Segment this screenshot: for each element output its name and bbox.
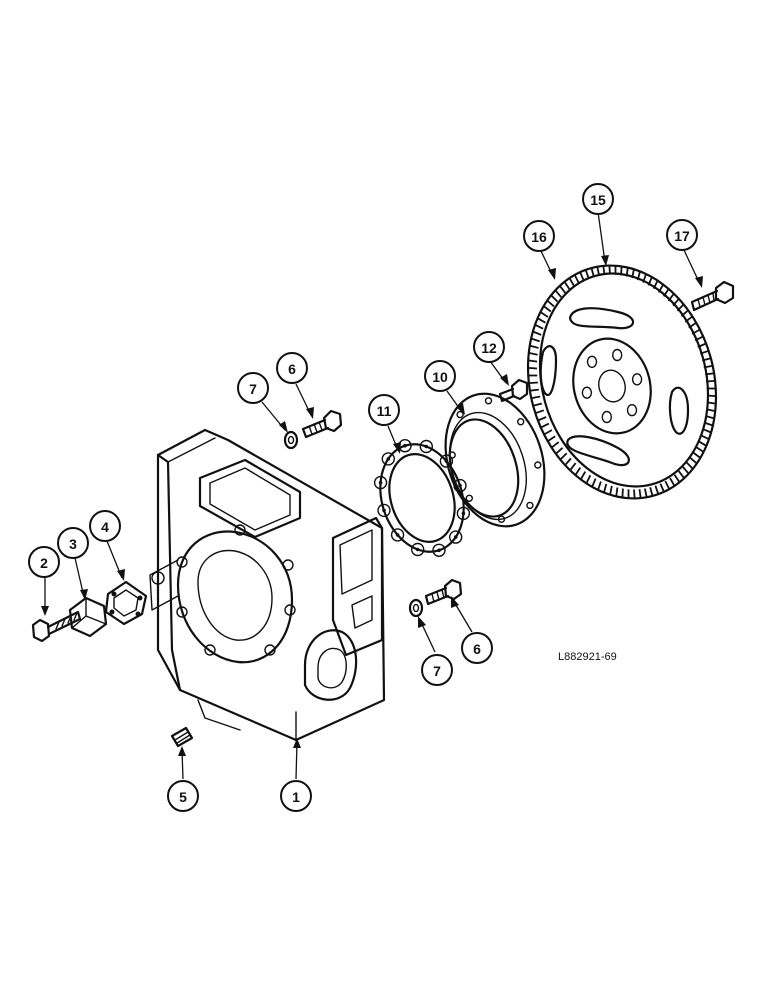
callout-10: 10 (424, 360, 456, 392)
callout-7-upper: 7 (237, 372, 269, 404)
svg-text:3: 3 (69, 536, 77, 552)
callout-4: 4 (89, 510, 121, 542)
svg-text:16: 16 (531, 229, 547, 245)
washer-7-upper (283, 430, 299, 450)
plug-5 (170, 726, 194, 748)
svg-text:7: 7 (249, 381, 257, 397)
svg-text:2: 2 (40, 555, 48, 571)
bolt-6-upper (301, 409, 343, 439)
callout-6-lower: 6 (461, 632, 493, 664)
callout-11: 11 (368, 394, 400, 426)
callout-5: 5 (167, 780, 199, 812)
svg-text:4: 4 (101, 519, 109, 535)
bolt-12 (498, 378, 529, 403)
callout-7-lower: 7 (421, 654, 453, 686)
svg-text:17: 17 (674, 228, 690, 244)
svg-text:6: 6 (288, 361, 296, 377)
callout-17: 17 (666, 219, 698, 251)
svg-text:15: 15 (590, 192, 606, 208)
gasket-4 (104, 580, 148, 626)
callout-12: 12 (473, 331, 505, 363)
svg-text:7: 7 (433, 663, 441, 679)
reference-code: L882921-69 (558, 651, 617, 663)
svg-text:10: 10 (432, 369, 448, 385)
callout-16: 16 (523, 220, 555, 252)
svg-text:11: 11 (377, 403, 392, 419)
leader-lines (41, 211, 703, 780)
flywheel-housing (149, 428, 386, 742)
bolt-6-lower (424, 578, 463, 606)
cover-plate-3 (68, 596, 108, 638)
flywheel-15 (526, 264, 718, 500)
svg-text:12: 12 (481, 340, 497, 356)
svg-text:6: 6 (473, 641, 481, 657)
svg-text:5: 5 (179, 789, 187, 805)
callout-2: 2 (28, 546, 60, 578)
bolt-17 (690, 280, 735, 312)
callout-1: 1 (280, 780, 312, 812)
callout-15: 15 (582, 183, 614, 215)
callout-3: 3 (57, 527, 89, 559)
callout-6-upper: 6 (276, 352, 308, 384)
svg-text:1: 1 (292, 789, 300, 805)
washer-7-lower (408, 598, 424, 618)
seal-gasket-11 (373, 439, 471, 557)
bolt-2 (31, 610, 82, 643)
seal-retainer-10 (444, 392, 546, 528)
